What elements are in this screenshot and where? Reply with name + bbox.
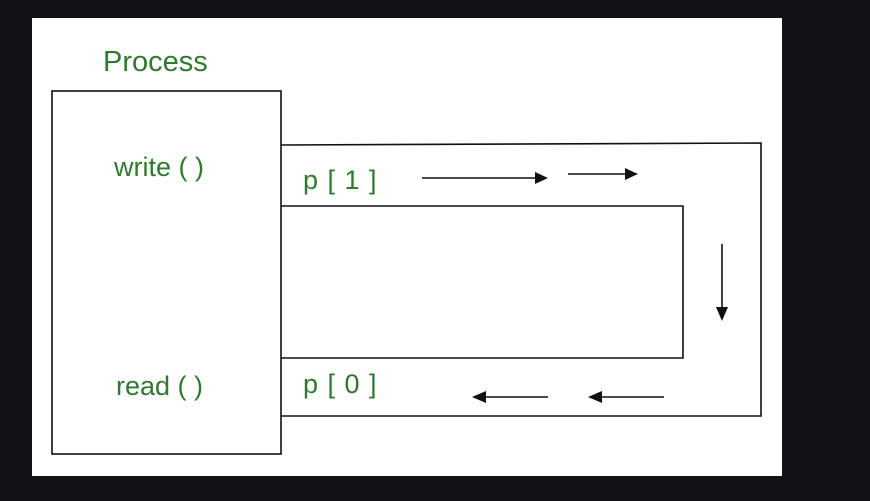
pipe-diagram: Process write ( ) read ( ) p [ 1 ] p [ 0…: [51, 46, 762, 455]
process-title: Process: [103, 46, 208, 78]
diagram-canvas: Process write ( ) read ( ) p [ 1 ] p [ 0…: [32, 18, 782, 476]
right-arrow-1: [422, 172, 548, 184]
write-end-label: p [ 1 ]: [303, 165, 378, 195]
down-arrow: [716, 244, 728, 321]
left-arrow-2: [588, 391, 664, 403]
read-label: read ( ): [116, 371, 203, 401]
right-arrow-2: [568, 168, 638, 180]
read-end-label: p [ 0 ]: [303, 369, 378, 399]
write-label: write ( ): [113, 152, 204, 182]
pipe-outer-wall: [280, 142, 762, 417]
pipe-inner-wall: [281, 205, 684, 359]
process-box: [51, 90, 282, 455]
left-arrow-1: [472, 391, 548, 403]
